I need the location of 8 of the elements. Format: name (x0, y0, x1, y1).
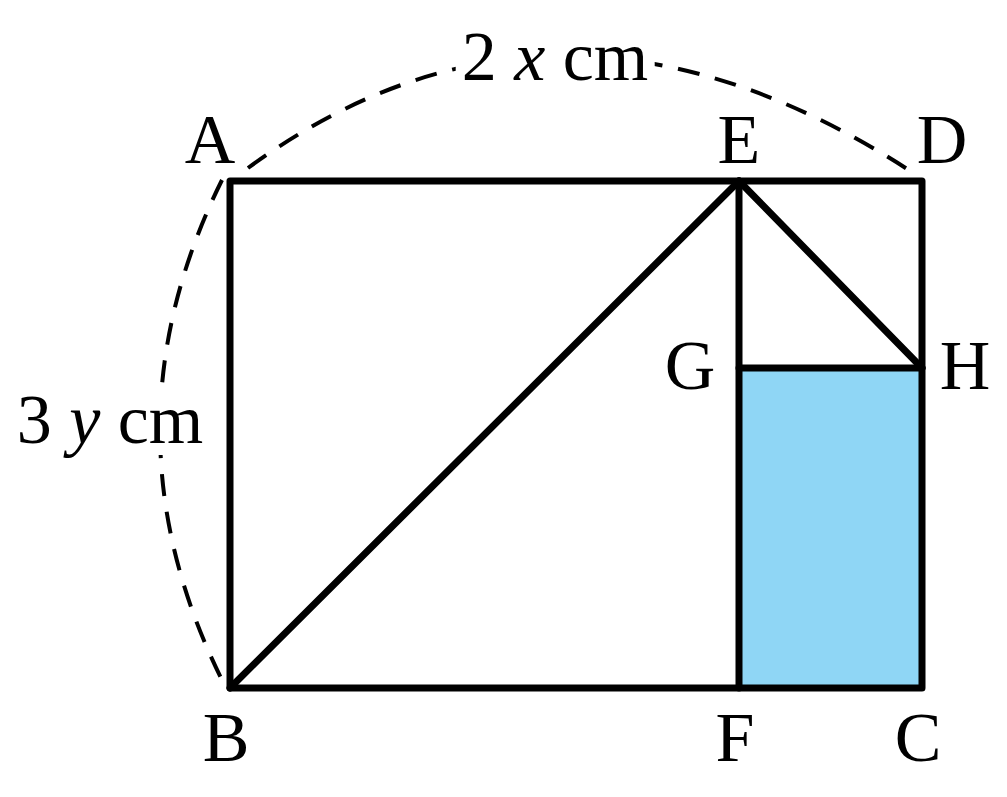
point-label: F (715, 703, 755, 773)
point-label: G (664, 331, 716, 401)
point-label: A (184, 105, 236, 175)
point-label: H (939, 331, 991, 401)
point-label: B (202, 703, 250, 773)
point-label: D (916, 105, 968, 175)
point-label: C (894, 703, 942, 773)
point-label: E (717, 105, 761, 175)
